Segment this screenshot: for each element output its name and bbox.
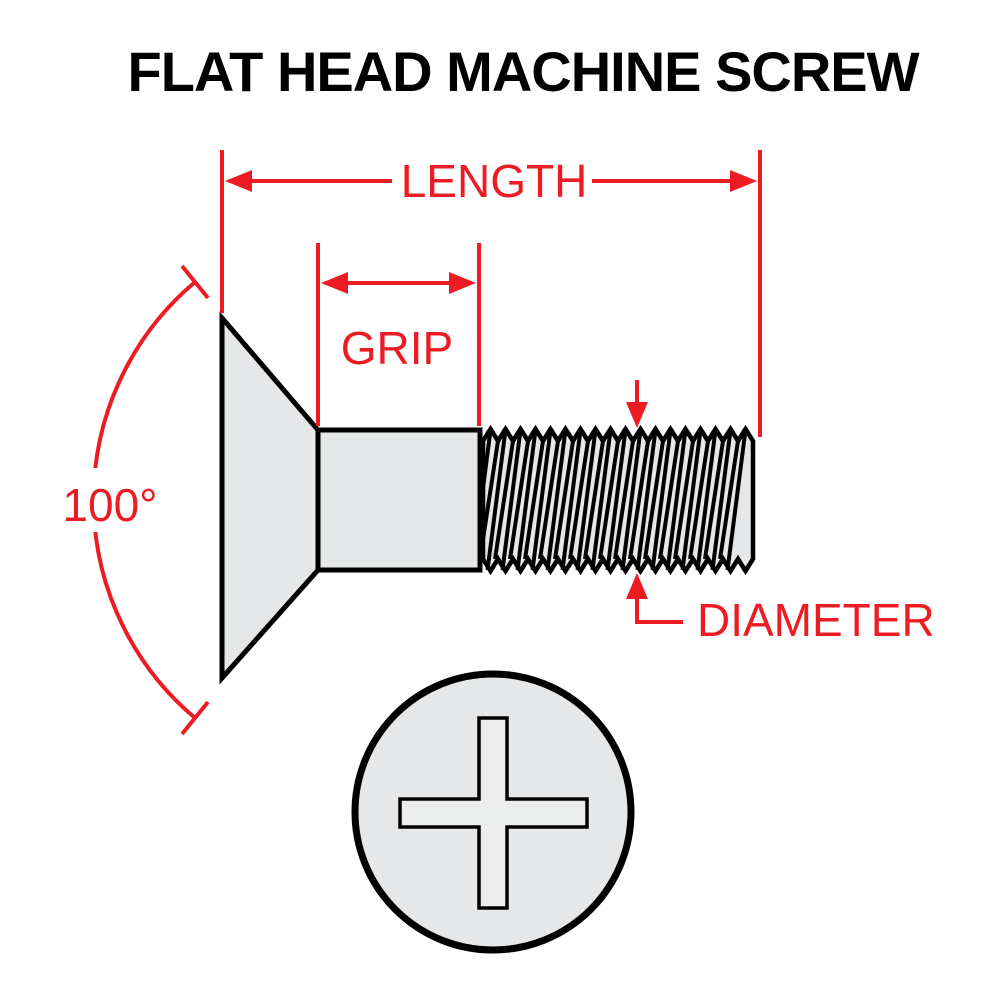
thread-flank-line [725, 429, 748, 571]
thread-flank-lines [481, 429, 748, 571]
thread-flank-line [538, 440, 560, 560]
thread-flank-line [523, 440, 545, 560]
screw-head-front-view [351, 670, 635, 954]
arrow-left-icon [225, 170, 252, 192]
head-angle-dimension: 100° [52, 264, 210, 736]
thread-flank-line [598, 440, 620, 560]
angle-label-backdrop [52, 468, 168, 532]
thread-flank-line [530, 429, 553, 571]
thread-flank-line [635, 429, 658, 571]
thread-flank-line [680, 429, 703, 571]
thread-flank-line [590, 429, 613, 571]
thread-flank-line [695, 429, 718, 571]
thread-flank-line [703, 440, 725, 560]
screw-grip-shank [315, 427, 483, 573]
thread-flank-line [643, 440, 665, 560]
page-title: FLAT HEAD MACHINE SCREW [127, 40, 919, 103]
thread-flank-line [493, 440, 515, 560]
thread-flank-line [545, 429, 568, 571]
thread-flank-line [568, 440, 590, 560]
arrow-right-icon [730, 170, 757, 192]
diameter-dimension: DIAMETER [626, 380, 935, 646]
thread-flank-line [575, 429, 598, 571]
diameter-label: DIAMETER [697, 594, 935, 646]
thread-flank-line [628, 440, 650, 560]
thread-flank-line [718, 440, 740, 560]
grip-dimension: GRIP [316, 243, 481, 426]
screw-side-view [219, 311, 756, 685]
thread-flank-line [613, 440, 635, 560]
arrow-up-icon [626, 573, 648, 599]
thread-flank-line [553, 440, 575, 560]
arrow-right-icon [449, 272, 476, 294]
thread-flank-line [583, 440, 605, 560]
grip-label: GRIP [341, 322, 453, 374]
phillips-cross-icon [398, 716, 589, 910]
thread-flank-line [500, 429, 523, 571]
angle-arc-tick-bottom [180, 700, 210, 736]
angle-arc-tick-top [180, 264, 210, 300]
thread-flank-line [673, 440, 695, 560]
thread-flank-line [650, 429, 673, 571]
thread-flank-line [485, 429, 508, 571]
arrow-left-icon [321, 272, 348, 294]
thread-flank-line [688, 440, 710, 560]
thread-flank-line [560, 429, 583, 571]
thread-flank-line [665, 429, 688, 571]
length-label: LENGTH [401, 155, 588, 207]
thread-flank-line [605, 429, 628, 571]
thread-flank-line [515, 429, 538, 571]
thread-flank-line [710, 429, 733, 571]
head-angle-label: 100° [62, 479, 157, 531]
arrow-down-icon [626, 402, 648, 428]
screw-head-side [219, 311, 321, 685]
thread-flank-line [508, 440, 530, 560]
thread-flank-line [658, 440, 680, 560]
thread-flank-line [620, 429, 643, 571]
threaded-section [480, 424, 756, 576]
length-dimension: LENGTH [220, 150, 762, 437]
thread-flank-line [481, 440, 500, 560]
